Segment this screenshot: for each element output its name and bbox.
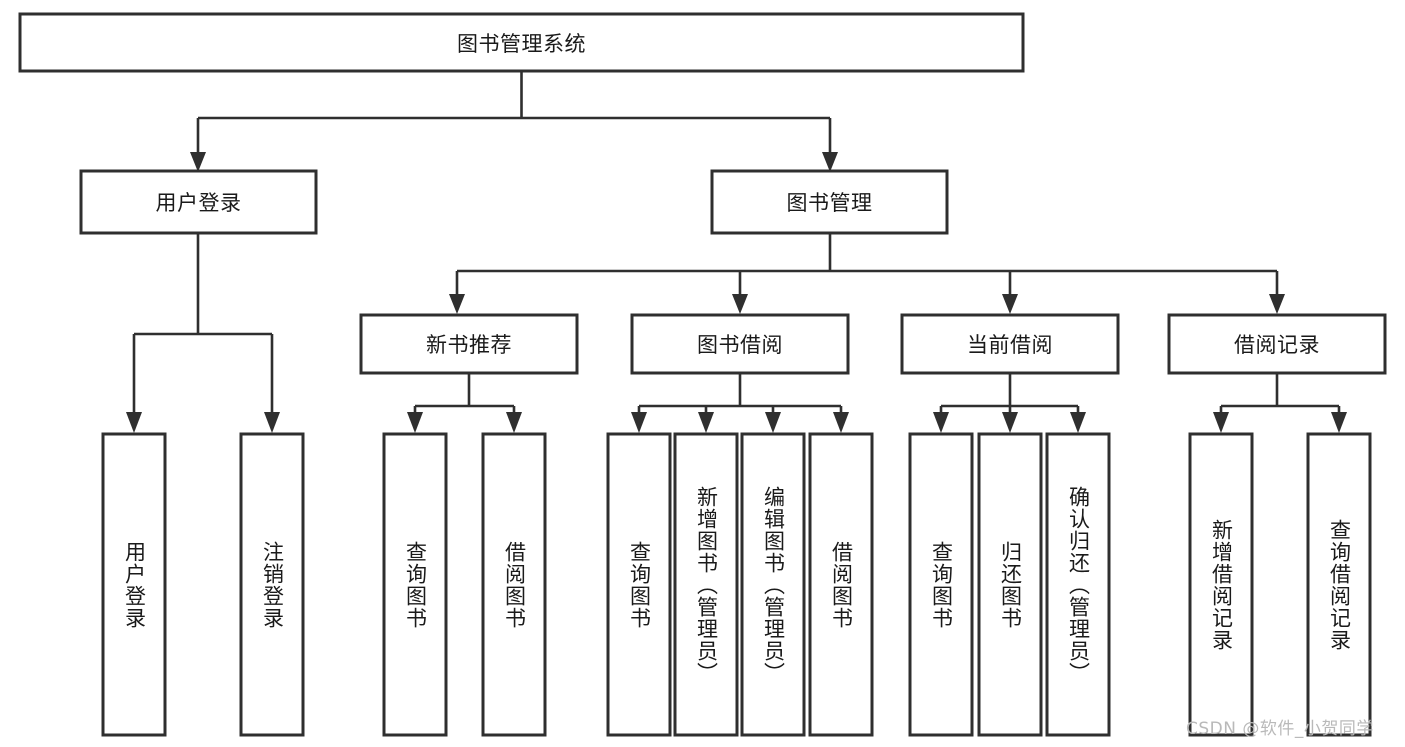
connector-borrow-record-to-leaves — [1219, 373, 1341, 418]
node-box-leaf-logout[interactable] — [239, 432, 305, 737]
connector-book-manage-to-level3 — [455, 233, 1279, 300]
arrowhead-to-user-login — [190, 152, 206, 172]
node-box-leaf-user-login[interactable] — [101, 432, 167, 737]
arrowhead-leaf-user-login — [126, 412, 142, 433]
arrowhead-leaf-query-book-3 — [933, 412, 949, 433]
node-box-leaf-add-book[interactable] — [673, 432, 739, 737]
arrowhead-leaf-borrow-book-2 — [833, 412, 849, 433]
node-box-new-book-rec[interactable] — [359, 313, 579, 375]
node-box-leaf-query-book-3[interactable] — [908, 432, 974, 737]
node-box-leaf-borrow-book-1[interactable] — [481, 432, 547, 737]
arrowhead-leaf-confirm-return — [1070, 412, 1086, 433]
node-box-leaf-return-book[interactable] — [977, 432, 1043, 737]
node-box-borrow-record[interactable] — [1167, 313, 1387, 375]
arrowhead-leaf-add-record — [1213, 412, 1229, 433]
arrowhead-leaf-logout — [264, 412, 280, 433]
arrowhead-to-book-manage — [822, 152, 838, 172]
connector-book-borrow-to-leaves — [637, 373, 843, 418]
connector-new-book-rec-to-leaves — [413, 373, 516, 418]
arrowhead-to-borrow-record — [1269, 294, 1285, 314]
arrowhead-to-current-borrow — [1002, 294, 1018, 314]
node-box-leaf-edit-book[interactable] — [740, 432, 806, 737]
node-box-user-login[interactable] — [79, 169, 318, 235]
node-box-book-manage[interactable] — [710, 169, 949, 235]
node-box-leaf-query-book-1[interactable] — [382, 432, 448, 737]
connector-user-login-to-leaves — [132, 233, 274, 418]
node-box-leaf-add-record[interactable] — [1188, 432, 1254, 737]
csdn-watermark: CSDN @软件_小贺同学 — [1186, 719, 1374, 739]
connector-root-to-level2 — [196, 71, 832, 158]
node-box-leaf-query-book-2[interactable] — [606, 432, 672, 737]
node-box-current-borrow[interactable] — [900, 313, 1120, 375]
node-box-book-borrow[interactable] — [630, 313, 850, 375]
arrowhead-leaf-borrow-book-1 — [506, 412, 522, 433]
arrowhead-leaf-return-book — [1002, 412, 1018, 433]
arrowhead-leaf-query-book-1 — [407, 412, 423, 433]
node-box-leaf-borrow-book-2[interactable] — [808, 432, 874, 737]
arrowhead-to-book-borrow — [732, 294, 748, 314]
node-box-root[interactable] — [18, 12, 1025, 73]
node-box-leaf-query-record[interactable] — [1306, 432, 1372, 737]
arrowhead-leaf-add-book — [698, 412, 714, 433]
arrowhead-leaf-query-record — [1331, 412, 1347, 433]
connector-current-borrow-to-leaves — [939, 373, 1080, 418]
arrowhead-leaf-edit-book — [765, 412, 781, 433]
node-box-leaf-confirm-return[interactable] — [1045, 432, 1111, 737]
arrowhead-leaf-query-book-2 — [631, 412, 647, 433]
arrowhead-to-new-book-rec — [449, 294, 465, 314]
